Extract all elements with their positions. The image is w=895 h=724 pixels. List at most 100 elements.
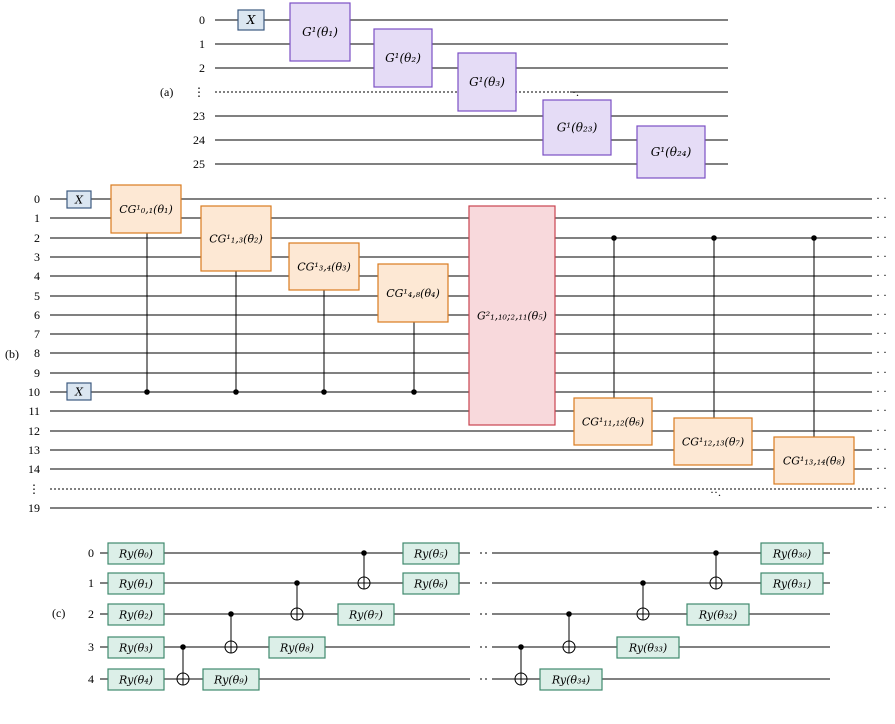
panel-c-wire-label: 0 (88, 546, 94, 560)
panel-a-label: (a) (160, 85, 173, 99)
c-ry30-box (760, 542, 824, 565)
c-ry2-label: Ry(θ₂) (118, 608, 153, 621)
c-ry7-label: Ry(θ₇) (348, 608, 383, 621)
panel-b-wire-label: 2 (34, 231, 40, 245)
panel-b-wire-label: 8 (34, 346, 40, 360)
panel-a-wire-label: 25 (193, 157, 205, 171)
panel-a-wire-label: 24 (193, 133, 205, 147)
panel-b-continuation-dots: · · (876, 500, 887, 514)
panel-b-continuation-dots: · · (876, 326, 887, 340)
wires-layer (50, 19, 872, 680)
panel-b-wire-label: 4 (34, 269, 40, 283)
panel-b-control-dot (811, 235, 817, 241)
panel-c-control-dot (566, 611, 572, 617)
b-cg4-box (377, 263, 449, 323)
c-ry0-label: Ry(θ₀) (118, 547, 153, 560)
panel-c-control-dot (713, 550, 719, 556)
panel-b-control-dot (321, 389, 327, 395)
a-g1-label: G¹(θ₁) (302, 25, 338, 39)
panel-b-wire-label: 1 (34, 211, 40, 225)
c-ry31-box (760, 572, 824, 595)
c-ry2-box (107, 603, 165, 626)
panel-b-wire-label: 3 (34, 250, 40, 264)
b-x-0-box (66, 190, 92, 209)
b-cg2-box (200, 205, 272, 272)
panel-b-wire-label: 12 (28, 424, 40, 438)
c-ry9-box (202, 668, 260, 691)
panel-b-wire-label: 10 (28, 385, 40, 399)
panel-b-continuation-dots: · · (876, 403, 887, 417)
a-g24-label: G¹(θ₂₄) (651, 145, 692, 159)
panel-a-wire-label: 2 (199, 61, 205, 75)
panel-c-control-dot (180, 644, 186, 650)
panel-b-wire-label: 0 (34, 192, 40, 206)
panel-c-label: (c) (52, 606, 65, 620)
c-ry32-box (686, 603, 750, 626)
panel-c-wire-label: 2 (88, 607, 94, 621)
panel-b-wire-label: 9 (34, 366, 40, 380)
panel-b-continuation-dots: · · (876, 345, 887, 359)
panel-b-label: (b) (5, 347, 19, 361)
b-cg7-label: CG¹₁₂,₁₃(θ₇) (682, 435, 744, 448)
panel-b-control-dot (233, 389, 239, 395)
panel-c-control-dot (518, 644, 524, 650)
panel-c-control-dot (228, 611, 234, 617)
b-x-10-box (66, 382, 92, 401)
panel-b-continuation-dots: · · (876, 249, 887, 263)
a-x-gate-box (237, 9, 265, 31)
c-ry33-label: Ry(θ₃₃) (628, 641, 667, 654)
c-ry1-box (107, 572, 165, 595)
c-ry31-label: Ry(θ₃₁) (772, 577, 811, 590)
panel-a-wire-label: ⋮ (193, 85, 205, 99)
panel-b-continuation-dots: · · (876, 365, 887, 379)
panel-b-wire-label: 5 (34, 289, 40, 303)
b-cg3-box (288, 242, 360, 291)
panel-b-wire-label: 6 (34, 308, 40, 322)
b-g5-box (468, 205, 556, 426)
a-g24-box (636, 125, 706, 179)
panel-c-wire-label: 3 (88, 640, 94, 654)
panel-a-wire-label: 0 (199, 13, 205, 27)
panel-a-ellipsis-dots: ·. (572, 85, 579, 99)
panel-b-control-dot (411, 389, 417, 395)
b-cg1-box (110, 184, 182, 234)
b-cg2-label: CG¹₁,₃(θ₂) (209, 232, 263, 245)
panel-b-continuation-dots: · · (876, 230, 887, 244)
c-ry9-label: Ry(θ₉) (213, 673, 248, 686)
panel-b-control-dot (611, 235, 617, 241)
panel-c-wire-label: 4 (88, 672, 94, 686)
c-ry8-label: Ry(θ₈) (279, 641, 314, 654)
a-g1-box (289, 2, 351, 62)
a-g3-box (457, 52, 517, 112)
panel-b-wire-label: 19 (28, 501, 40, 515)
b-cg7-box (673, 417, 753, 466)
c-ry6-label: Ry(θ₆) (413, 577, 448, 590)
panel-b-continuation-dots: · · (876, 481, 887, 495)
c-ry34-label: Ry(θ₃₄) (551, 673, 590, 686)
panel-b-continuation-dots: · · (876, 461, 887, 475)
c-ry3-box (107, 636, 165, 659)
a-g2-label: G¹(θ₂) (385, 51, 421, 65)
b-cg6-box (573, 397, 653, 446)
b-cg1-label: CG¹₀,₁(θ₁) (119, 203, 173, 216)
gates-layer: XG¹(θ₁)G¹(θ₂)G¹(θ₃)G¹(θ₂₃)G¹(θ₂₄)XXCG¹₀,… (66, 2, 855, 691)
a-g23-box (542, 99, 612, 156)
b-cg8-label: CG¹₁₃,₁₄(θ₈) (783, 454, 845, 467)
b-cg8-box (773, 436, 855, 485)
c-ry4-box (107, 668, 165, 691)
panel-b-continuation-dots: · · (876, 442, 887, 456)
b-cg6-label: CG¹₁₁,₁₂(θ₆) (582, 415, 644, 428)
panel-b-wire-label: 13 (28, 443, 40, 457)
c-ry33-box (616, 636, 680, 659)
panel-b-control-dot (711, 235, 717, 241)
panel-b-control-dot (144, 389, 150, 395)
panel-b-continuation-dots: · · (876, 384, 887, 398)
panel-b-ellipsis-dots: ··. (710, 485, 721, 499)
c-ry30-label: Ry(θ₃₀) (772, 547, 811, 560)
c-ry4-label: Ry(θ₄) (118, 673, 153, 686)
b-x-10-label: X (74, 385, 84, 398)
panel-b-wire-label: ⋮ (28, 482, 40, 496)
panel-b-continuation-dots: · · (876, 191, 887, 205)
